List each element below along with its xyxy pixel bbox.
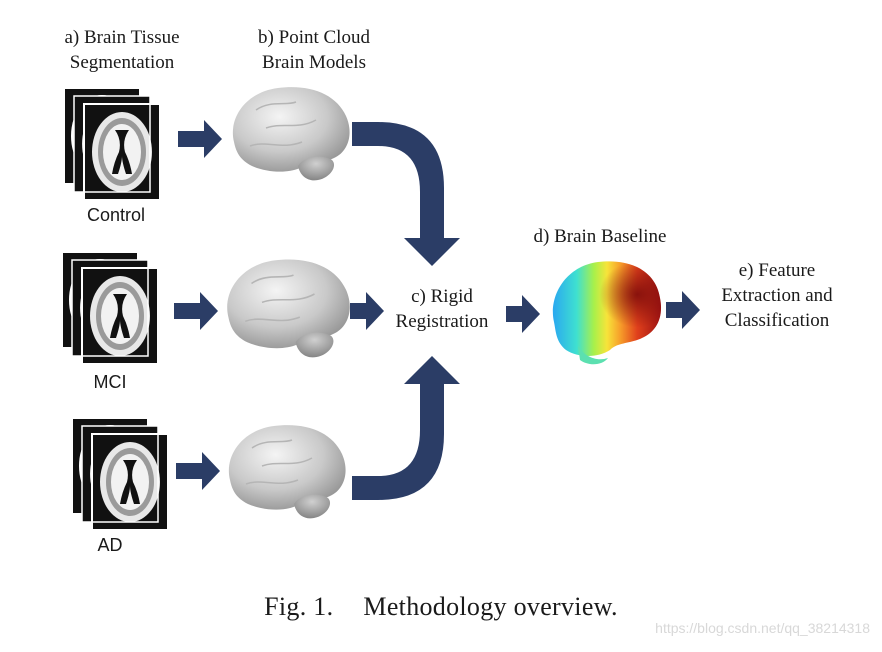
curved-arrow-control-to-registration — [352, 122, 460, 266]
group-label-mci: MCI — [93, 372, 127, 392]
label-point-cloud-brain-models: b) Point Cloud Brain Models — [232, 25, 396, 75]
arrow-mci-to-registration — [350, 292, 384, 330]
label-b-line1: b) Point Cloud — [258, 27, 370, 48]
label-brain-tissue-segmentation: a) Brain Tissue Segmentation — [40, 25, 204, 75]
mri-stack-mci — [62, 252, 158, 364]
label-e-line3: Classification — [724, 310, 830, 331]
watermark: https://blog.csdn.net/qq_38214318 — [655, 620, 870, 636]
label-c-line1: c) Rigid — [411, 286, 473, 307]
brain-model-mci — [226, 258, 351, 359]
label-e-line1: e) Feature — [738, 260, 816, 281]
label-b-line2: Brain Models — [262, 52, 366, 73]
label-rigid-registration: c) Rigid Registration — [374, 284, 510, 334]
label-c-line2: Registration — [395, 311, 489, 332]
brain-baseline-heatmap — [552, 261, 662, 365]
arrow-baseline-to-features — [666, 291, 700, 329]
label-e-line2: Extraction and — [721, 285, 833, 306]
brain-model-control — [232, 86, 351, 182]
mri-stack-ad — [72, 418, 168, 530]
arrow-mci-to-model — [174, 292, 218, 330]
mri-stack-control — [64, 88, 160, 200]
group-label-ad: AD — [97, 535, 123, 555]
curved-arrow-ad-to-registration — [352, 356, 460, 500]
group-label-control: Control — [86, 205, 146, 225]
arrow-ad-to-model — [176, 452, 220, 490]
figure-caption: Fig. 1. Methodology overview. — [0, 592, 882, 622]
brain-model-ad — [228, 424, 347, 520]
label-feature-extraction: e) Feature Extraction and Classification — [700, 258, 854, 333]
label-brain-baseline: d) Brain Baseline — [510, 224, 690, 249]
label-d-line1: d) Brain Baseline — [533, 226, 667, 247]
caption-number: Fig. 1. — [264, 592, 334, 621]
caption-text: Methodology overview. — [363, 592, 618, 621]
label-a-line1: a) Brain Tissue — [64, 27, 180, 48]
arrow-control-to-model — [178, 120, 222, 158]
arrow-registration-to-baseline — [506, 295, 540, 333]
label-a-line2: Segmentation — [69, 52, 175, 73]
